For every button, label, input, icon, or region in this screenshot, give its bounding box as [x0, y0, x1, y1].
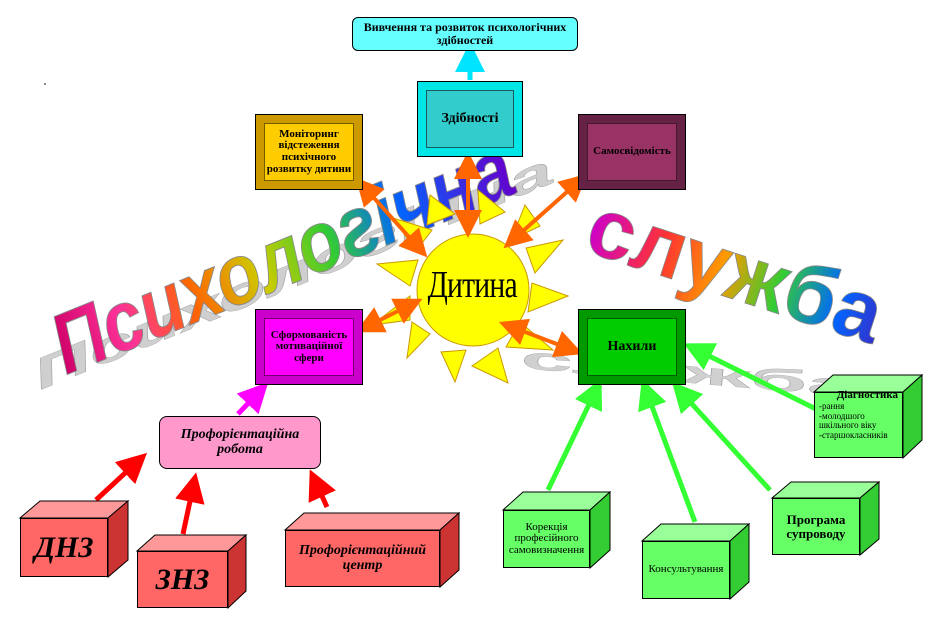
inclinations-label: Нахили: [607, 338, 657, 354]
word-art-right-shadow: служба: [519, 340, 862, 404]
consulting-box: Консультування: [642, 541, 730, 599]
diagnostics-item: -рання: [819, 400, 845, 411]
support-program-box: Програма супроводу: [772, 498, 860, 555]
monitoring-label: Моніторинг відстеження психічного розвит…: [266, 127, 352, 175]
inclinations-box: Нахили: [578, 309, 686, 385]
career-guidance-label: Профорієнтаційна робота: [180, 426, 300, 457]
dnz-label: ДНЗ: [34, 530, 94, 564]
self-awareness-box: Самосвідомість: [578, 114, 686, 190]
motivation-box: Сформованість мотиваційної сфери: [255, 309, 363, 385]
sun-arrows: [355, 151, 588, 358]
abilities-label: Здібності: [441, 110, 499, 126]
diagnostics-item: -молодшого: [819, 410, 865, 421]
diagnostics-item: шкільного віку: [819, 420, 877, 431]
top-goal-label: Вивчення та розвиток психологічних здібн…: [363, 20, 567, 47]
speck: [44, 83, 46, 85]
top-goal-box: Вивчення та розвиток психологічних здібн…: [352, 17, 578, 51]
abilities-box: Здібності: [417, 81, 523, 157]
znz-label: ЗНЗ: [155, 562, 210, 596]
correction-label: Корекція професійного самовизначення: [508, 520, 585, 556]
arrow-career-to-motivation: [236, 382, 269, 416]
correction-box: Корекція професійного самовизначення: [503, 510, 590, 568]
monitoring-box: Моніторинг відстеження психічного розвит…: [255, 114, 363, 190]
support-program-label: Програма супроводу: [786, 511, 846, 541]
self-awareness-label: Самосвідомість: [593, 145, 671, 158]
diagnostics-title: Діагностика: [836, 389, 898, 401]
dnz-box: ДНЗ: [20, 518, 108, 577]
center-label: Дитина: [427, 264, 518, 307]
center-label-box: Дитина: [410, 258, 535, 314]
career-guidance-box: Профорієнтаційна робота: [159, 416, 321, 469]
diagnostics-box: Діагностика -рання -молодшого шкільного …: [814, 389, 903, 458]
consulting-label: Консультування: [648, 563, 724, 576]
career-center-label: Профорієнтаційний центр: [298, 542, 427, 573]
diagnostics-item: -старшокласників: [819, 430, 888, 441]
red-arrows: [94, 452, 336, 535]
znz-box: ЗНЗ: [137, 551, 228, 608]
career-center-box: Профорієнтаційний центр: [285, 530, 440, 587]
motivation-label: Сформованість мотиваційної сфери: [270, 328, 348, 364]
green-arrows: [545, 343, 820, 523]
box-faces: [18, 373, 924, 610]
